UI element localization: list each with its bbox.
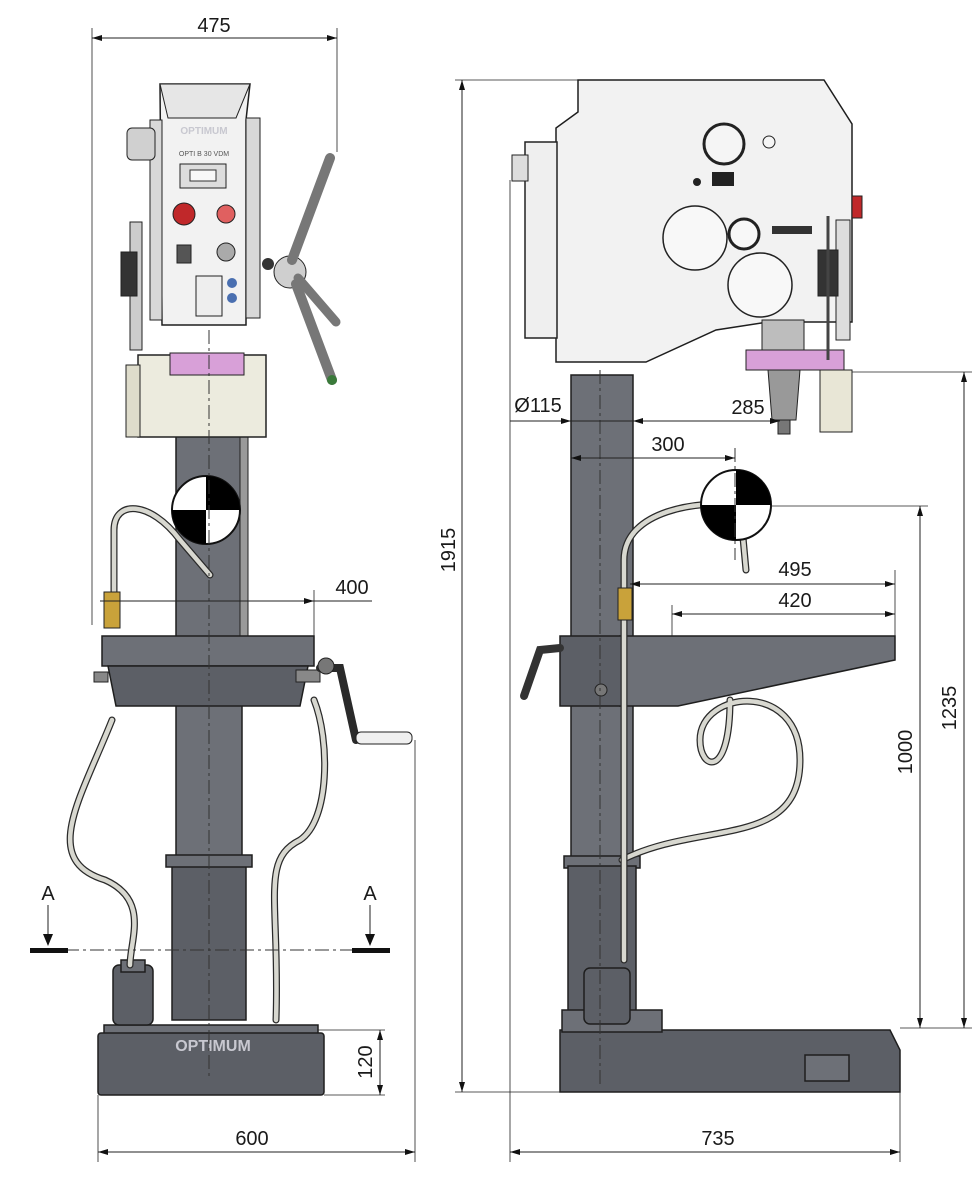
front-depth-stop [125, 364, 141, 438]
front-keypad[interactable] [195, 275, 223, 317]
front-head-side-left [149, 119, 163, 321]
side-spindle-center-icon [700, 469, 772, 541]
side-label [712, 172, 734, 186]
dim-120: 120 [355, 1045, 377, 1078]
front-head-top [159, 83, 251, 119]
info-icon [227, 278, 237, 288]
front-hose-left [66, 716, 138, 969]
front-table-bracket [107, 665, 309, 707]
section-marker-right: A [363, 883, 377, 905]
feed-handle-upper[interactable] [287, 153, 335, 265]
start-button[interactable] [216, 204, 236, 224]
emergency-stop-button[interactable] [172, 202, 196, 226]
front-rack [239, 429, 249, 641]
side-chip-guard [819, 369, 853, 433]
coolant-pump [112, 964, 154, 1026]
front-base-brand: OPTIMUM [175, 1038, 251, 1055]
dim-475: 475 [197, 15, 230, 37]
front-guard-accent [169, 352, 245, 376]
side-valve [617, 587, 633, 621]
dim-column-diameter: Ø115 [514, 395, 561, 417]
dim-300: 300 [651, 434, 684, 456]
front-depth-lock[interactable] [120, 251, 138, 297]
side-pulley-large [662, 205, 728, 271]
section-marker-left: A [41, 883, 55, 905]
side-view: 1915 Ø115 285 300 495 420 1235 1000 [438, 79, 972, 1162]
front-table [101, 635, 315, 667]
dim-600: 600 [235, 1128, 268, 1150]
side-table-lever[interactable] [520, 644, 564, 700]
side-chuck [767, 369, 801, 421]
side-depth-scale [772, 226, 812, 234]
front-table-clamp-left [93, 671, 109, 683]
info-icon-2 [227, 293, 237, 303]
side-gear-window [702, 122, 746, 166]
front-table-clamp-right [295, 669, 321, 683]
dim-420: 420 [778, 590, 811, 612]
front-model-label: OPTI B 30 VDM [179, 151, 229, 158]
side-table-collar [559, 635, 623, 707]
side-pulley-small [727, 217, 761, 251]
dim-1915: 1915 [438, 528, 460, 573]
feed-handle-side[interactable] [293, 273, 341, 327]
front-spindle-center-icon [171, 475, 241, 545]
side-base-foot [804, 1054, 850, 1082]
dim-1235: 1235 [939, 686, 961, 731]
crank-handle[interactable] [355, 731, 413, 745]
front-valve [103, 591, 121, 629]
side-chuck-tip [777, 419, 791, 435]
front-head-brand: OPTIMUM [180, 126, 227, 137]
side-table-arm [619, 635, 896, 707]
side-motor-plate [511, 154, 529, 182]
crank-arm[interactable] [316, 664, 360, 744]
side-stop-button[interactable] [851, 195, 863, 219]
side-coolant-pump [583, 967, 631, 1025]
crank-hub [317, 657, 335, 675]
side-motor-block [524, 141, 558, 339]
front-head-side-right [245, 117, 261, 319]
dim-495: 495 [778, 559, 811, 581]
dim-1000: 1000 [895, 730, 917, 775]
feed-handle-lower[interactable] [291, 279, 337, 385]
front-base [97, 1032, 325, 1096]
front-motor-cap [126, 127, 156, 161]
mode-switch[interactable] [176, 244, 192, 264]
dim-735: 735 [701, 1128, 734, 1150]
side-pulley-spindle [727, 252, 793, 318]
dim-400: 400 [335, 577, 368, 599]
speed-knob[interactable] [216, 242, 236, 262]
front-view: OPTIMUM OPTIMUM OPTI B 30 VDM [30, 15, 416, 1162]
dim-285: 285 [731, 397, 764, 419]
feed-knob-lower[interactable] [327, 375, 337, 385]
